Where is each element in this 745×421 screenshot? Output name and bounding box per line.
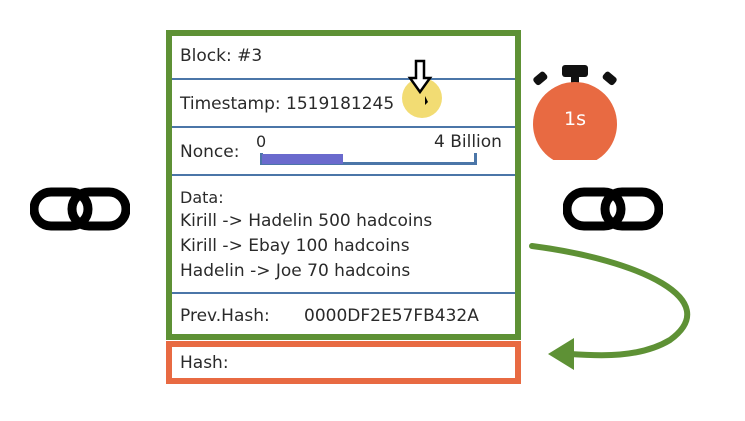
stopwatch-icon [533, 65, 617, 160]
cursor-icon [407, 59, 433, 105]
block-card: Block: #3 Timestamp: 1519181245 Nonce: 0… [166, 30, 521, 340]
divider [172, 174, 515, 176]
nonce-max-label: 4 Billion [434, 132, 502, 152]
divider [172, 78, 515, 80]
prev-hash-value: 0000DF2E57FB432A [304, 306, 479, 326]
block-timestamp: Timestamp: 1519181245 [180, 94, 395, 114]
transaction-item: Kirill -> Hadelin 500 hadcoins [180, 211, 433, 231]
nonce-progress-fill [262, 154, 343, 164]
hash-box: Hash: [166, 341, 521, 384]
data-label: Data: [180, 188, 224, 207]
divider [172, 126, 515, 128]
curved-arrow-icon [529, 243, 691, 370]
transaction-item: Hadelin -> Joe 70 hadcoins [180, 261, 411, 281]
chain-link-icon [563, 187, 663, 231]
nonce-min-label: 0 [256, 132, 267, 151]
hash-label: Hash: [180, 353, 229, 373]
divider [172, 292, 515, 294]
block-number: Block: #3 [180, 46, 263, 66]
chain-link-icon [30, 187, 130, 231]
nonce-label: Nonce: [180, 142, 240, 162]
transaction-item: Kirill -> Ebay 100 hadcoins [180, 236, 410, 256]
prev-hash-label: Prev.Hash: [180, 306, 270, 326]
timer-label: 1s [564, 108, 586, 130]
